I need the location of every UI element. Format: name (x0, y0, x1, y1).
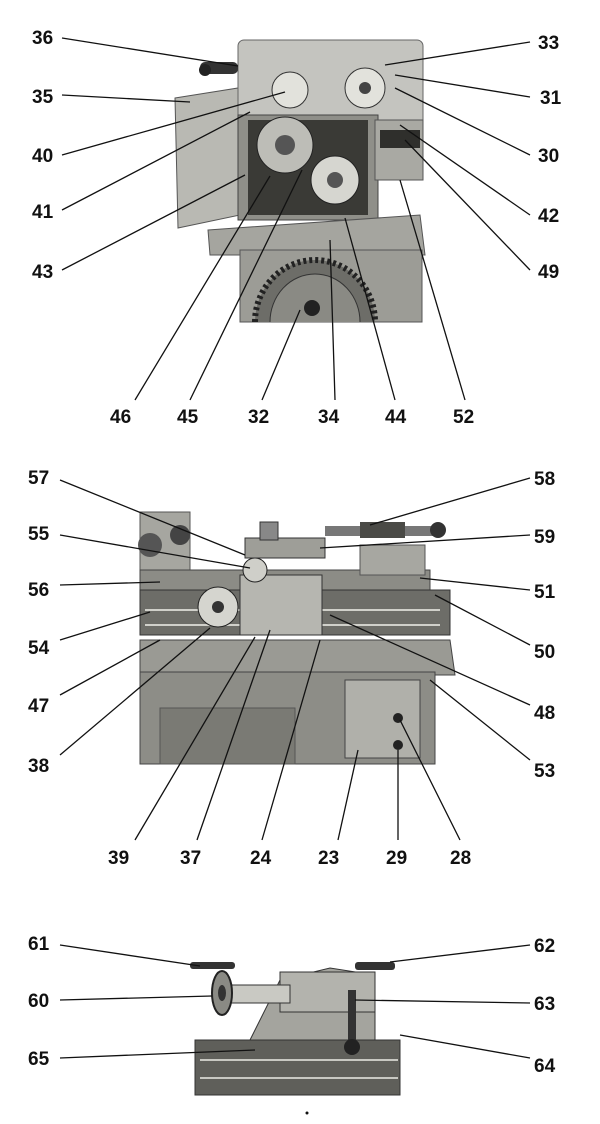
tailstock-photo (190, 962, 401, 1096)
callout-label: 53 (534, 761, 555, 782)
callout-label: 42 (538, 206, 559, 227)
tailstock-leader-lines (59, 944, 531, 1059)
callout-label: 47 (28, 696, 49, 717)
callout-label: 59 (534, 527, 555, 548)
callout-label: 30 (538, 146, 559, 167)
carriage-leader-lines (59, 477, 531, 841)
callout-label: 54 (28, 638, 50, 659)
callout-label: 52 (453, 407, 474, 428)
callout-label: 39 (108, 848, 129, 869)
callout-label: 38 (28, 756, 49, 777)
callout-label: 41 (32, 202, 54, 223)
callout-label: 58 (534, 469, 555, 490)
callout-label: 45 (177, 407, 199, 428)
callout-label: 43 (32, 262, 53, 283)
callout-label: 63 (534, 994, 555, 1015)
carriage-photo (138, 511, 456, 765)
headstock-leader-lines (61, 37, 531, 401)
callout-label: 55 (28, 524, 50, 545)
callout-label: 65 (28, 1049, 50, 1070)
callout-label: 57 (28, 468, 49, 489)
callout-label: 23 (318, 848, 339, 869)
callout-label: 60 (28, 991, 49, 1012)
headstock-callout-labels: 36 35 40 41 43 46 45 32 34 44 52 49 42 3… (32, 28, 562, 428)
callout-label: 28 (450, 848, 471, 869)
callout-label: 40 (32, 146, 53, 167)
callout-label: 50 (534, 642, 555, 663)
callout-label: 61 (28, 934, 50, 955)
headstock-photo (174, 39, 426, 323)
speck-dot (305, 1111, 309, 1115)
callout-label: 51 (534, 582, 556, 603)
callout-label: 32 (248, 407, 269, 428)
callout-label: 31 (540, 88, 562, 109)
callout-label: 34 (318, 407, 340, 428)
callout-label: 64 (534, 1056, 556, 1077)
callout-label: 36 (32, 28, 53, 49)
callout-label: 56 (28, 580, 49, 601)
callout-label: 48 (534, 703, 555, 724)
callout-label: 37 (180, 848, 201, 869)
callout-label: 49 (538, 262, 559, 283)
callout-label: 62 (534, 936, 555, 957)
tailstock-callout-labels: 61 60 65 62 63 64 (28, 934, 556, 1077)
callout-label: 44 (385, 407, 407, 428)
callout-label: 35 (32, 87, 54, 108)
callout-label: 46 (110, 407, 131, 428)
callout-label: 33 (538, 33, 559, 54)
callout-label: 24 (250, 848, 272, 869)
carriage-callout-labels: 57 55 56 54 47 38 39 37 24 23 29 28 53 4… (28, 468, 556, 869)
callout-label: 29 (386, 848, 407, 869)
